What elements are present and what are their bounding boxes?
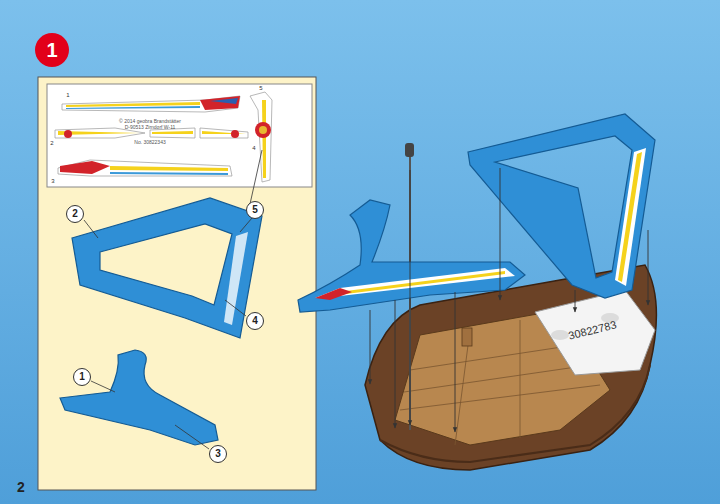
canopy-part <box>72 198 262 338</box>
callout-number: 5 <box>246 201 264 219</box>
step-number: 1 <box>35 33 69 67</box>
number-text: 1 <box>79 372 85 382</box>
stickers <box>55 92 272 182</box>
callout-number: 4 <box>246 312 264 330</box>
sticker-sheet <box>47 84 312 187</box>
number-text: 2 <box>72 209 78 219</box>
callout-number: 3 <box>209 445 227 463</box>
sticker-number: 2 <box>50 140 53 146</box>
copyright-note: No. 30822343 <box>134 140 165 145</box>
number-text: 1 <box>46 40 57 60</box>
sticker-number: 4 <box>252 145 255 151</box>
copyright-note: © 2014 geobra Brandstätter <box>119 119 181 124</box>
number-text: 5 <box>252 205 258 215</box>
sticker-number: 1 <box>66 92 69 98</box>
callout-number: 2 <box>66 205 84 223</box>
callout-number: 1 <box>73 368 91 386</box>
inset-panel <box>38 77 316 490</box>
side-rail-part <box>298 200 525 312</box>
page-number: 2 <box>17 480 25 494</box>
sticker-number: 5 <box>259 85 262 91</box>
copyright-note: D-90513 Zirndorf W-11 <box>125 125 176 130</box>
sticker-number: 3 <box>51 178 54 184</box>
number-text: 3 <box>215 449 221 459</box>
canopy-sticker-area <box>224 232 248 325</box>
canopy-part <box>468 114 655 298</box>
assembly-arrows <box>370 168 648 432</box>
number-text: 4 <box>252 316 258 326</box>
side-rail-part <box>60 350 218 445</box>
leader-lines <box>84 150 262 449</box>
